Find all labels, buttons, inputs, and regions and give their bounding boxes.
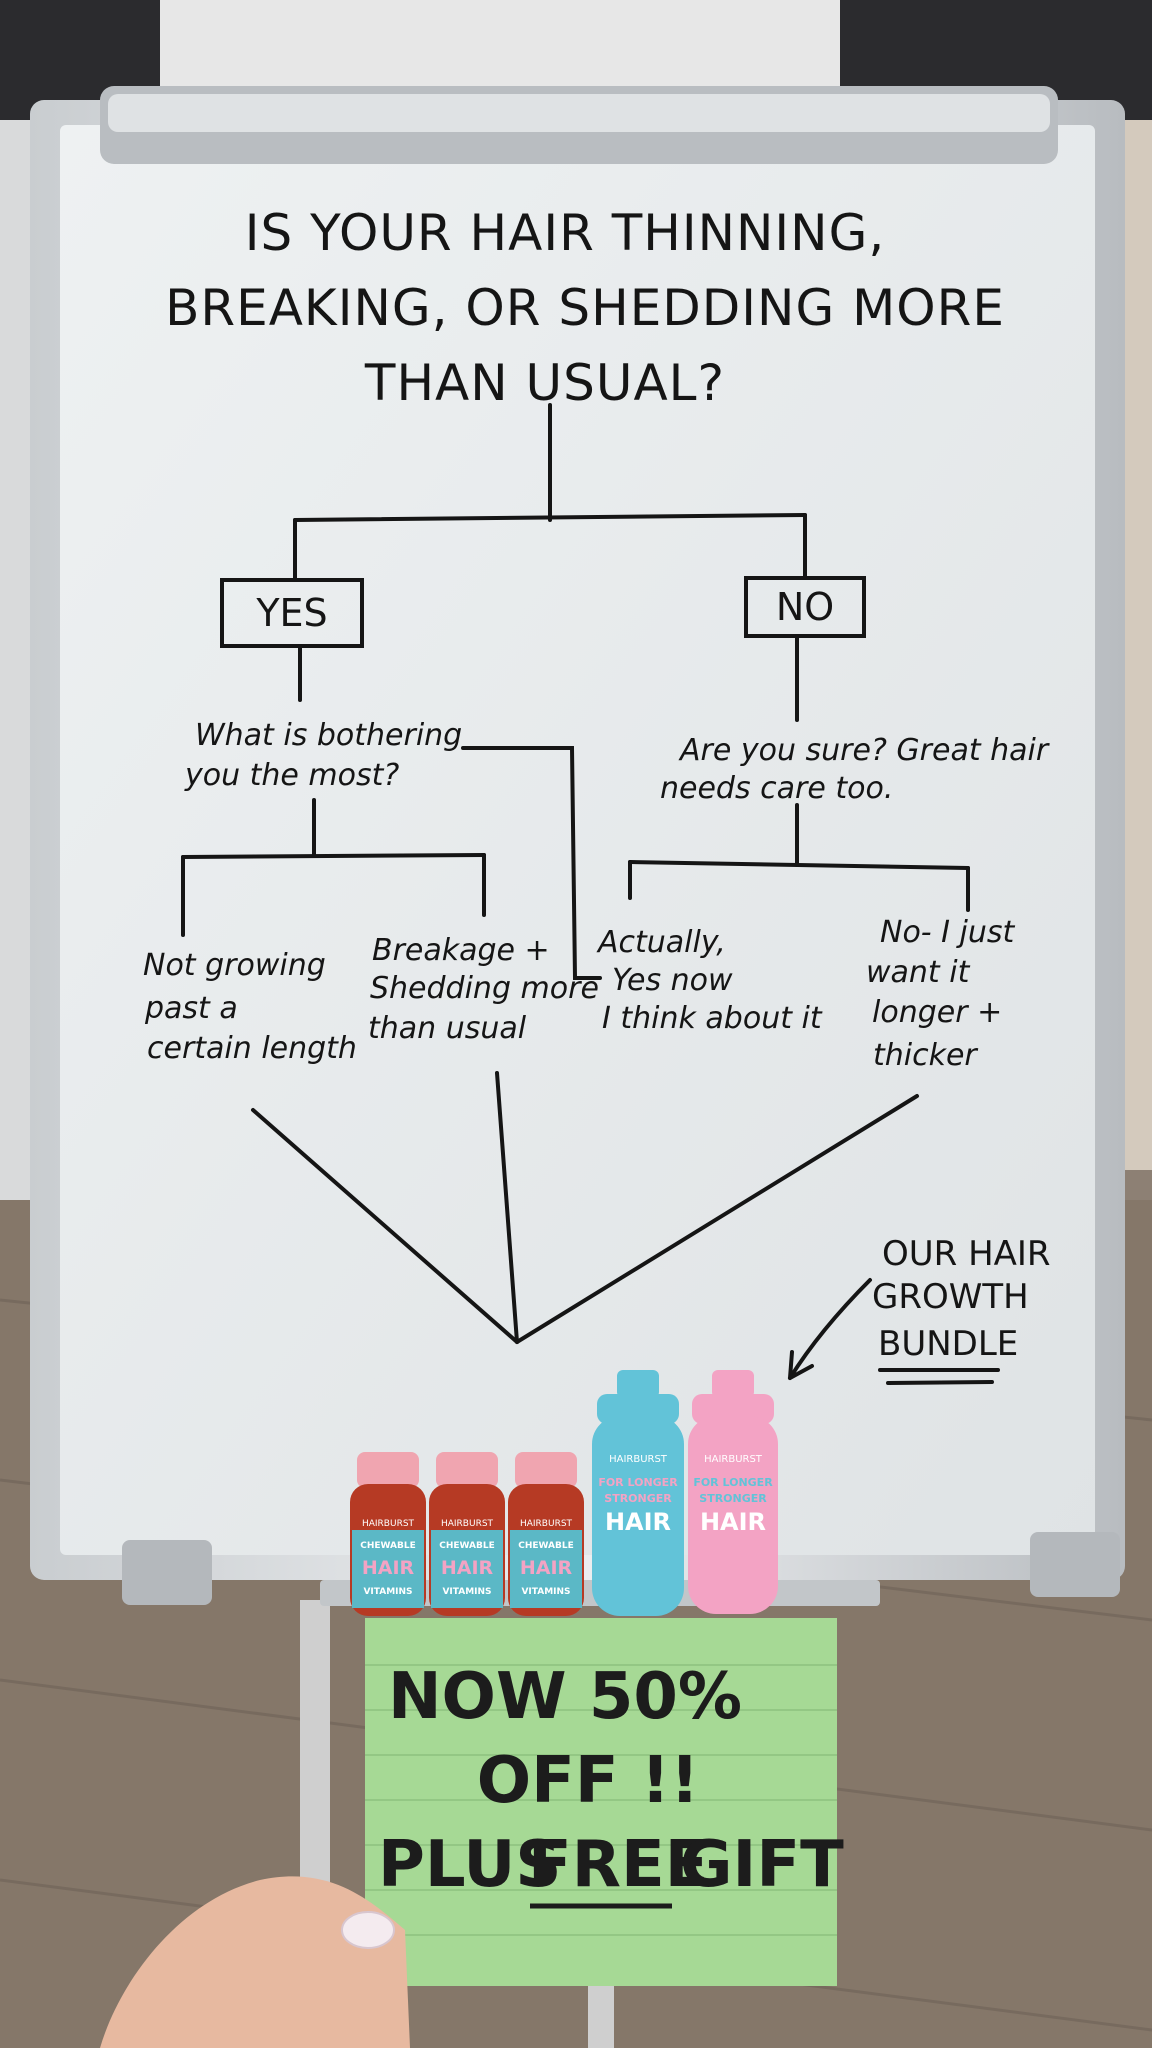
yes-question-line-1: What is bothering (195, 718, 462, 753)
sign-line-5: GIFT (680, 1828, 844, 1902)
sale-sign: NOW 50% OFF !! PLUS FREE GIFT (365, 1618, 844, 1986)
vitamin-jar-1-label-3: VITAMINS (363, 1587, 412, 1597)
vitamin-jar-3-label-2: HAIR (520, 1557, 573, 1579)
question-line-2: BREAKING, OR SHEDDING MORE (165, 279, 1005, 337)
option-3-line-2: Yes now (612, 963, 733, 998)
shampoo-bottle: HAIRBURST FOR LONGER STRONGER HAIR (592, 1370, 684, 1616)
conditioner-bottle: HAIRBURST FOR LONGER STRONGER HAIR (688, 1370, 778, 1614)
flowchart: IS YOUR HAIR THINNING, BREAKING, OR SHED… (143, 204, 1051, 1385)
conditioner-brand: HAIRBURST (704, 1454, 763, 1465)
vitamin-jar-1: HAIRBURST CHEWABLE HAIR VITAMINS (350, 1452, 426, 1616)
option-4-line-2: want it (866, 955, 971, 990)
option-3-line-3: I think about it (602, 1001, 823, 1036)
vitamin-jar-2-label-2: HAIR (441, 1557, 494, 1579)
option-2-line-2: Shedding more (370, 971, 599, 1006)
vitamin-jar-2-label-1: CHEWABLE (439, 1541, 495, 1551)
sign-line-3: PLUS (378, 1828, 561, 1902)
no-question-line-2: needs care too. (660, 771, 893, 806)
vitamin-jar-1-label-1: CHEWABLE (360, 1541, 416, 1551)
sign-line-1: NOW 50% (388, 1660, 742, 1734)
vitamin-jar-3-label-3: VITAMINS (521, 1587, 570, 1597)
conditioner-label-3: HAIR (700, 1508, 766, 1536)
option-4-line-1: No- I just (880, 915, 1016, 950)
whiteboard (30, 86, 1125, 1606)
sign-line-4: FREE (528, 1828, 708, 1902)
vitamin-jar-3: HAIRBURST CHEWABLE HAIR VITAMINS (508, 1452, 584, 1616)
vitamin-jar-2-label-3: VITAMINS (442, 1587, 491, 1597)
vitamin-jar-3-label-1: CHEWABLE (518, 1541, 574, 1551)
bundle-line-2: GROWTH (872, 1277, 1029, 1317)
option-1-line-1: Not growing (143, 948, 326, 983)
vitamin-jar-1-brand: HAIRBURST (362, 1519, 415, 1529)
vitamin-jar-3-brand: HAIRBURST (520, 1519, 573, 1529)
vitamin-jar-1-label-2: HAIR (362, 1557, 415, 1579)
question-line-3: THAN USUAL? (364, 354, 725, 412)
shampoo-label-2: STRONGER (604, 1492, 672, 1505)
shampoo-label-3: HAIR (605, 1508, 671, 1536)
no-question-line-1: Are you sure? Great hair (678, 733, 1050, 768)
option-3-line-1: Actually, (596, 925, 726, 960)
conditioner-label-2: STRONGER (699, 1492, 767, 1505)
option-1-line-3: certain length (147, 1031, 357, 1066)
bundle-line-3: BUNDLE (878, 1324, 1018, 1364)
flowchart-lines (181, 403, 1000, 1385)
yes-box-label: YES (255, 591, 327, 635)
vitamin-jar-2: HAIRBURST CHEWABLE HAIR VITAMINS (429, 1452, 505, 1616)
yes-question-line-2: you the most? (184, 758, 399, 793)
shampoo-brand: HAIRBURST (609, 1454, 668, 1465)
option-4-line-4: thicker (873, 1038, 978, 1073)
option-2-line-1: Breakage + (372, 933, 550, 968)
product-bundle: HAIRBURST CHEWABLE HAIR VITAMINS HAIRBUR… (350, 1370, 778, 1616)
option-4-line-3: longer + (872, 995, 1002, 1030)
sign-line-2: OFF !! (477, 1744, 700, 1818)
bundle-line-1: OUR HAIR (882, 1234, 1051, 1274)
question-line-1: IS YOUR HAIR THINNING, (245, 204, 885, 262)
option-1-line-2: past a (144, 991, 238, 1026)
vitamin-jar-2-brand: HAIRBURST (441, 1519, 494, 1529)
hand (100, 1876, 410, 2048)
shampoo-label-1: FOR LONGER (598, 1476, 678, 1489)
no-box-label: NO (776, 585, 834, 629)
fingernail (341, 1911, 395, 1949)
option-2-line-3: than usual (368, 1011, 527, 1046)
conditioner-label-1: FOR LONGER (693, 1476, 773, 1489)
